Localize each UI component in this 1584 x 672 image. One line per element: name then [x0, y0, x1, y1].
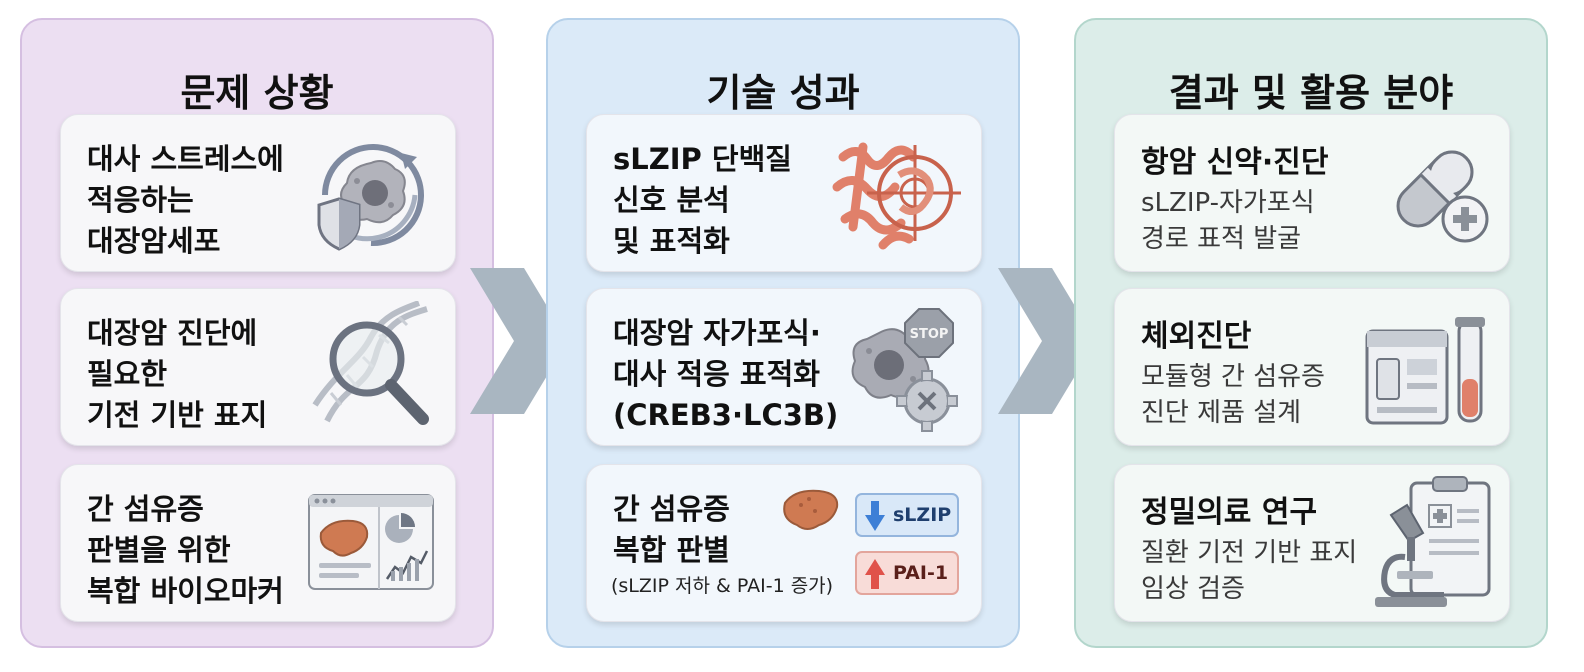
pai1-up-badge: PAI-1 — [855, 551, 959, 595]
cell-shield-cycle-icon — [317, 144, 424, 251]
card-slzip-protein: sLZIP 단백질 신호 분석 및 표적화 — [586, 114, 982, 272]
arrow-up-icon — [865, 559, 885, 589]
badge-label: sLZIP — [893, 504, 952, 526]
panel-applications: 결과 및 활용 분야 항암 신약·진단 sLZIP-자가포식 경로 표적 발굴 … — [1074, 18, 1548, 648]
panel-achievement: 기술 성과 sLZIP 단백질 신호 분석 및 표적화 대장암 자가포식· 대사… — [546, 18, 1020, 648]
liver-icon — [783, 489, 839, 530]
liver-dashboard-icon — [308, 494, 434, 590]
card-text: 대사 스트레스에 적응하는 대장암세포 — [87, 142, 284, 258]
card-ivd: 체외진단 모듈형 간 섬유증 진단 제품 설계 — [1114, 288, 1510, 446]
card-anticancer: 항암 신약·진단 sLZIP-자가포식 경로 표적 발굴 — [1114, 114, 1510, 272]
card-title: 체외진단 — [1141, 319, 1252, 354]
card-biomarker-need: 간 섬유증 판별을 위한 복합 바이오마커 — [60, 464, 456, 622]
pill-capsule-icon — [1396, 150, 1489, 243]
chevron-right-icon — [470, 268, 568, 414]
panel-title: 문제 상황 — [180, 71, 334, 115]
panel-problem: 문제 상황 대사 스트레스에 적응하는 대장암세포 대장암 진단에 필요한 기전… — [20, 18, 494, 648]
card-text: 간 섬유증 판별을 위한 복합 바이오마커 — [87, 492, 284, 608]
panel-title: 기술 성과 — [706, 71, 860, 115]
chevron-right-icon — [998, 268, 1096, 414]
protein-target-icon — [832, 142, 961, 250]
card-text: 간 섬유증 복합 판별 — [613, 492, 730, 567]
microscope-clipboard-icon — [1375, 476, 1491, 607]
cell-stop-gear-icon: STOP — [851, 308, 958, 432]
stop-sign-label: STOP — [910, 327, 949, 342]
card-text: sLZIP 단백질 신호 분석 및 표적화 — [613, 142, 792, 258]
card-precision-medicine: 정밀의료 연구 질환 기전 기반 표지 임상 검증 — [1114, 464, 1510, 622]
slzip-down-badge: sLZIP — [855, 493, 959, 537]
card-title: 정밀의료 연구 — [1141, 495, 1318, 530]
card-subtitle: sLZIP-자가포식 경로 표적 발굴 — [1141, 188, 1315, 254]
card-note: (sLZIP 저하 & PAI-1 증가) — [611, 575, 834, 597]
card-subtitle: 질환 기전 기반 표지 임상 검증 — [1141, 538, 1358, 604]
card-diagnosis-need: 대장암 진단에 필요한 기전 기반 표지 — [60, 288, 456, 446]
card-autophagy-target: 대장암 자가포식· 대사 적응 표적화 (CREB3·LC3B) STOP — [586, 288, 982, 446]
card-fibrosis-combo: 간 섬유증 복합 판별 (sLZIP 저하 & PAI-1 증가) sLZIP … — [586, 464, 982, 622]
badge-label: PAI-1 — [893, 562, 949, 584]
panel-title: 결과 및 활용 분야 — [1168, 71, 1454, 115]
card-metabolic-stress: 대사 스트레스에 적응하는 대장암세포 — [60, 114, 456, 272]
card-subtitle: 모듈형 간 섬유증 진단 제품 설계 — [1141, 362, 1325, 428]
dna-magnifier-icon — [312, 301, 429, 425]
card-text: 대장암 자가포식· 대사 적응 표적화 (CREB3·LC3B) — [613, 316, 839, 432]
card-text: 대장암 진단에 필요한 기전 기반 표지 — [87, 316, 268, 432]
arrow-down-icon — [865, 501, 885, 531]
test-kit-icon — [1365, 317, 1485, 425]
card-title: 항암 신약·진단 — [1141, 145, 1329, 180]
